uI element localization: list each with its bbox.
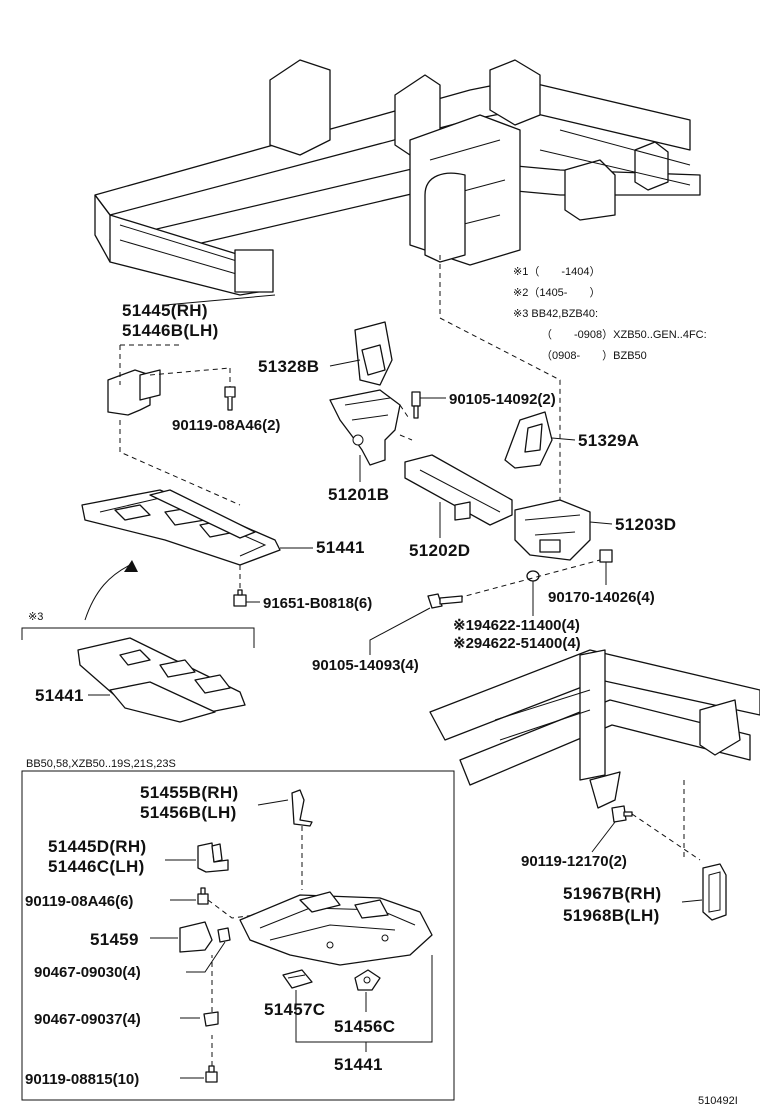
bolt-90119-12170	[591, 805, 701, 861]
footnotes: ※1（ -1404） ※2（1405- ） ※3 BB42,BZB40: （ -…	[513, 265, 707, 362]
label-51203d: 51203D	[615, 515, 676, 534]
part-51329a	[504, 411, 553, 469]
frame-assembly-rear	[429, 649, 760, 858]
variant-box-note3	[21, 627, 255, 648]
label-note3-mark: ※3	[28, 611, 43, 623]
bracket-51445	[107, 344, 241, 506]
label-51446blh: 51446B(LH)	[122, 321, 219, 340]
label-51445rh: 51445(RH)	[122, 301, 208, 320]
label-90119-08815: 90119-08815(10)	[25, 1071, 139, 1088]
skid-plate-51441-lower	[239, 891, 433, 966]
clip-51456c	[354, 969, 381, 991]
bolt-90105-14092	[411, 391, 421, 419]
label-90467-09037: 90467-09037(4)	[34, 1011, 141, 1028]
part-51202d	[404, 454, 513, 526]
figure-id: 510492I	[698, 1095, 738, 1107]
part-51967b	[702, 863, 727, 921]
label-51441-alt: 51441	[35, 686, 84, 705]
label-90105-14093: 90105-14093(4)	[312, 657, 419, 674]
label-51457c: 51457C	[264, 1000, 325, 1019]
variant-box	[21, 770, 455, 1101]
label-51446c: 51446C(LH)	[48, 857, 145, 876]
crossmember-51201b	[329, 321, 413, 466]
label-51329a: 51329A	[578, 431, 639, 450]
label-51445d: 51445D(RH)	[48, 837, 146, 856]
bracket-51445d	[197, 842, 229, 873]
bracket-51455b	[291, 789, 313, 890]
note-3: ※3 BB42,BZB40:	[513, 308, 598, 320]
bolt-90119-08815	[180, 1035, 218, 1083]
note-3-line-a: （ -0908）XZB50..GEN..4FC:	[541, 328, 707, 341]
label-94622-51400: ※294622-51400(4)	[453, 635, 581, 652]
nut-90170-14026	[599, 549, 613, 585]
label-90119-08a46-6: 90119-08A46(6)	[25, 893, 133, 910]
label-51441-lower: 51441	[334, 1055, 383, 1074]
label-94622-11400: ※194622-11400(4)	[453, 617, 580, 634]
label-90170-14026: 90170-14026(4)	[548, 589, 655, 606]
label-90105-14092: 90105-14092(2)	[449, 391, 556, 408]
label-51967b: 51967B(RH)	[563, 884, 661, 903]
label-51328b: 51328B	[258, 357, 319, 376]
label-90119-12170: 90119-12170(2)	[521, 853, 627, 870]
label-51455b: 51455B(RH)	[140, 783, 238, 802]
label-91651-b0818: 91651-B0818(6)	[263, 595, 372, 612]
label-variant: BB50,58,XZB50..19S,21S,23S	[26, 758, 176, 770]
label-51201b: 51201B	[328, 485, 389, 504]
bolt-90119-08a46-6	[170, 887, 279, 919]
skid-plate-51441-upper	[81, 489, 281, 590]
note-2: ※2（1405- ）	[513, 286, 600, 299]
label-51456c: 51456C	[334, 1017, 395, 1036]
bolt-91651-b0818	[233, 589, 247, 607]
label-51459: 51459	[90, 930, 139, 949]
clip-51457c	[282, 969, 313, 989]
frame-assembly-top	[94, 59, 701, 296]
bolt-90119-08a46	[224, 368, 236, 411]
skid-plate-51441-alt	[77, 637, 246, 723]
part-51203d	[514, 499, 591, 561]
label-51968b: 51968B(LH)	[563, 906, 660, 925]
label-51456b: 51456B(LH)	[140, 803, 237, 822]
clip-90467-09037	[203, 955, 219, 1027]
washer-94622	[526, 570, 540, 616]
note-3-line-b: （0908- ）BZB50	[541, 349, 647, 362]
label-90467-09030: 90467-09030(4)	[34, 964, 141, 981]
label-90119-08a46-2: 90119-08A46(2)	[172, 417, 280, 434]
note-1: ※1（ -1404）	[513, 265, 600, 278]
label-51441-upper: 51441	[316, 538, 365, 557]
bolt-90105-14093	[369, 593, 463, 655]
curved-arrow-icon	[84, 560, 138, 621]
part-51459	[179, 921, 231, 953]
label-51202d: 51202D	[409, 541, 470, 560]
